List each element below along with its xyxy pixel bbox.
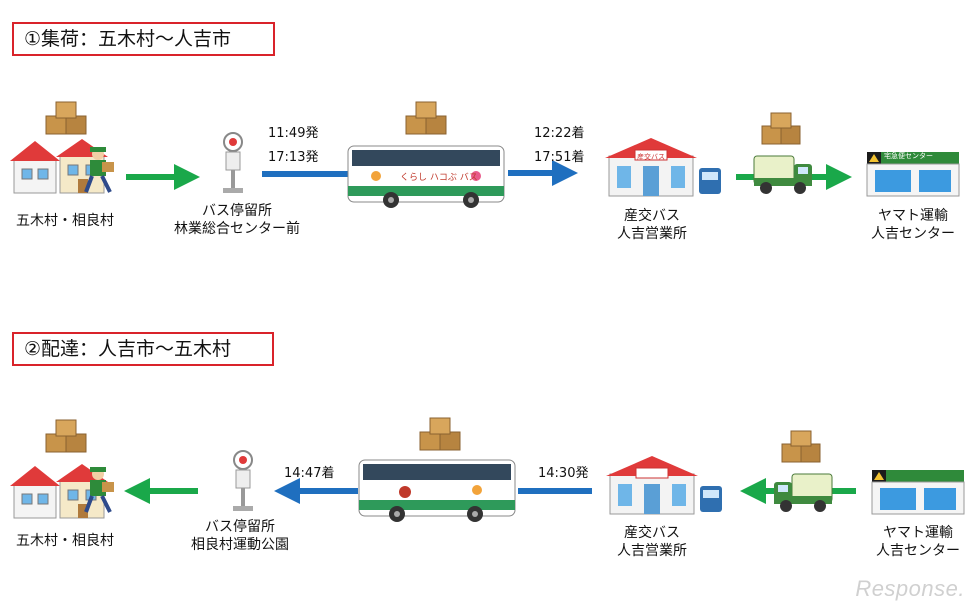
bus-icon [347, 145, 505, 208]
green-arrow-right [126, 164, 200, 190]
package-icon [781, 430, 821, 463]
package-icon [45, 419, 87, 453]
office-label-line1: 産交バス [624, 525, 680, 541]
delivery-truck-icon [753, 155, 812, 194]
stop-label: バス停留所 相良村運動公園 [191, 518, 289, 554]
bus-sign: くらし ハコぶ バス [400, 173, 478, 183]
courier-icon [84, 467, 114, 513]
package-icon [761, 112, 801, 145]
office-label-line2: 人吉営業所 [617, 543, 687, 559]
depart-time-1: 11:49発 [268, 126, 319, 141]
blue-arrow-left [274, 478, 358, 504]
arrive-time-2: 17:51着 [534, 150, 585, 165]
center-sign: 宅急便センター [884, 152, 933, 160]
origin-label: 五木村・相良村 [16, 213, 114, 229]
origin-label: 五木村・相良村 [16, 533, 114, 549]
center-label-line2: 人吉センター [871, 226, 955, 242]
package-icon [405, 101, 447, 135]
bus-office-icon [606, 456, 722, 515]
package-icon [45, 101, 87, 135]
house-icon [10, 464, 108, 519]
bus-stop-icon [223, 132, 243, 193]
office-label-line2: 人吉営業所 [617, 226, 687, 242]
center-label: ヤマト運輸 人吉センター [876, 524, 960, 560]
delivery-truck-icon [774, 473, 833, 512]
stop-label-line2: 相良村運動公園 [191, 537, 289, 553]
office-sign: 産交バス [637, 153, 665, 161]
courier-icon [84, 147, 114, 193]
stop-label-line1: バス停留所 [202, 203, 272, 219]
stop-label-line1: バス停留所 [205, 519, 275, 535]
depart-time: 14:30発 [538, 466, 589, 481]
section1-title: ①集荷：五木村～人吉市 [12, 22, 275, 56]
center-label-line1: ヤマト運輸 [883, 525, 953, 541]
arrive-time-1: 12:22着 [534, 126, 585, 141]
green-arrow-left [124, 478, 198, 504]
depart-time-2: 17:13発 [268, 150, 319, 165]
bus-stop-icon [233, 450, 253, 511]
center-label-line1: ヤマト運輸 [878, 208, 948, 224]
stop-label-line2: 林業総合センター前 [174, 221, 300, 237]
stop-label: バス停留所 林業総合センター前 [174, 202, 300, 238]
office-label: 産交バス 人吉営業所 [617, 524, 687, 560]
yamato-center-icon [871, 470, 965, 515]
bus-icon [358, 459, 516, 522]
blue-arrow-right [508, 160, 578, 186]
yamato-center-icon [866, 152, 960, 197]
blue-route-line [262, 171, 348, 177]
package-icon [419, 417, 461, 451]
office-label-line1: 産交バス [624, 208, 680, 224]
bus-office-icon [605, 138, 721, 197]
arrive-time: 14:47着 [284, 466, 335, 481]
office-label: 産交バス 人吉営業所 [617, 207, 687, 243]
section2-title: ②配達：人吉市～五木村 [12, 332, 274, 366]
watermark: Response. [855, 576, 965, 601]
blue-route-line [518, 488, 592, 494]
center-label-line2: 人吉センター [876, 543, 960, 559]
center-label: ヤマト運輸 人吉センター [871, 207, 955, 243]
